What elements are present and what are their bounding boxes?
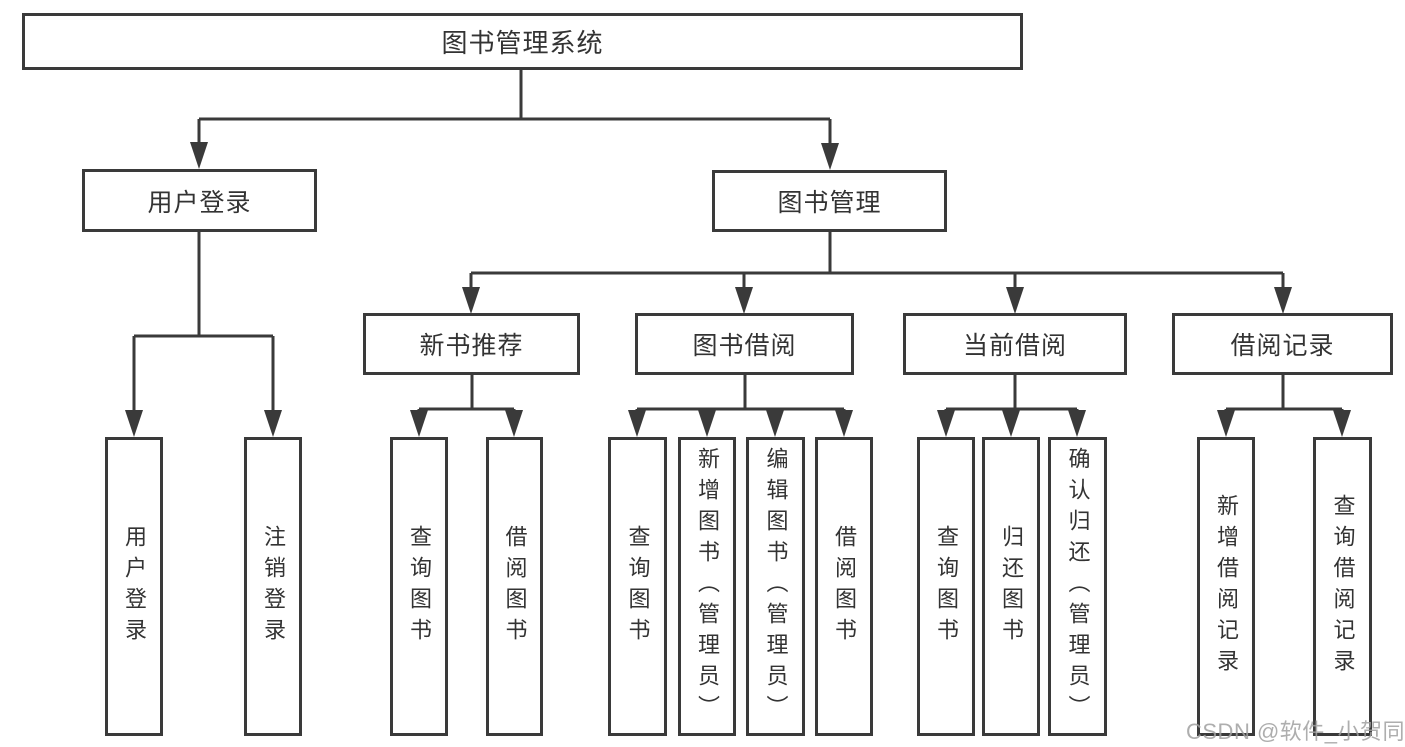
leaf-borrowing-borrow-books: 借阅图书 <box>815 437 873 736</box>
leaf-current-return-books-label: 归还图书 <box>999 524 1024 649</box>
edge-current-borrow-to-leaves <box>944 375 1079 414</box>
edge-borrow-record-to-leaves <box>1224 375 1344 414</box>
node-borrowing-records-label: 借阅记录 <box>1230 332 1335 360</box>
leaf-records-query-record-label: 查询借阅记录 <box>1330 493 1356 680</box>
edge-user-login-to-leaves <box>132 232 275 414</box>
leaf-borrowing-add-books-admin: 新增图书（管理员） <box>678 437 736 736</box>
node-new-book-recommend: 新书推荐 <box>363 313 580 375</box>
node-library-system: 图书管理系统 <box>22 13 1023 70</box>
leaf-records-query-record: 查询借阅记录 <box>1313 437 1372 736</box>
node-user-login-label: 用户登录 <box>147 188 252 217</box>
leaf-current-return-books: 归还图书 <box>982 437 1040 736</box>
leaf-current-confirm-return-admin: 确认归还（管理员） <box>1048 437 1107 736</box>
node-borrowing-records: 借阅记录 <box>1172 313 1393 375</box>
leaf-borrowing-query-books: 查询图书 <box>608 437 667 736</box>
edge-root-to-level2 <box>197 69 832 147</box>
edge-book-mgmt-to-level3 <box>469 232 1285 291</box>
edge-book-borrow-to-leaves <box>635 375 846 414</box>
node-current-borrowing-label: 当前借阅 <box>962 332 1067 360</box>
leaf-newbook-query-books-label: 查询图书 <box>407 524 432 649</box>
leaf-newbook-borrow-books-label: 借阅图书 <box>502 524 528 649</box>
leaf-records-add-record-label: 新增借阅记录 <box>1214 493 1239 680</box>
leaf-records-add-record: 新增借阅记录 <box>1197 437 1255 736</box>
leaf-current-confirm-return-admin-label: 确认归还（管理员） <box>1065 447 1091 726</box>
csdn-watermark: CSDN @软件_小贺同学 <box>1186 719 1405 744</box>
leaf-user-login: 用户登录 <box>105 437 163 736</box>
leaf-logout-label: 注销登录 <box>261 524 286 649</box>
leaf-borrowing-borrow-books-label: 借阅图书 <box>832 524 857 649</box>
leaf-user-login-label: 用户登录 <box>122 524 147 649</box>
edge-new-book-rec-to-leaves <box>417 375 516 414</box>
leaf-newbook-borrow-books: 借阅图书 <box>486 437 543 736</box>
leaf-borrowing-edit-books-admin: 编辑图书（管理员） <box>746 437 805 736</box>
leaf-current-query-books-label: 查询图书 <box>934 524 959 649</box>
node-book-borrowing: 图书借阅 <box>635 313 854 375</box>
node-library-system-label: 图书管理系统 <box>441 28 604 58</box>
node-current-borrowing: 当前借阅 <box>903 313 1127 375</box>
leaf-borrowing-query-books-label: 查询图书 <box>625 524 651 649</box>
node-book-management: 图书管理 <box>712 170 947 232</box>
leaf-borrowing-add-books-admin-label: 新增图书（管理员） <box>695 447 720 726</box>
node-user-login: 用户登录 <box>82 169 317 232</box>
leaf-current-query-books: 查询图书 <box>917 437 975 736</box>
leaf-borrowing-edit-books-admin-label: 编辑图书（管理员） <box>763 447 789 726</box>
node-book-borrowing-label: 图书借阅 <box>692 332 797 360</box>
leaf-newbook-query-books: 查询图书 <box>390 437 448 736</box>
node-book-management-label: 图书管理 <box>777 189 882 217</box>
leaf-logout: 注销登录 <box>244 437 302 736</box>
node-new-book-recommend-label: 新书推荐 <box>419 332 524 360</box>
